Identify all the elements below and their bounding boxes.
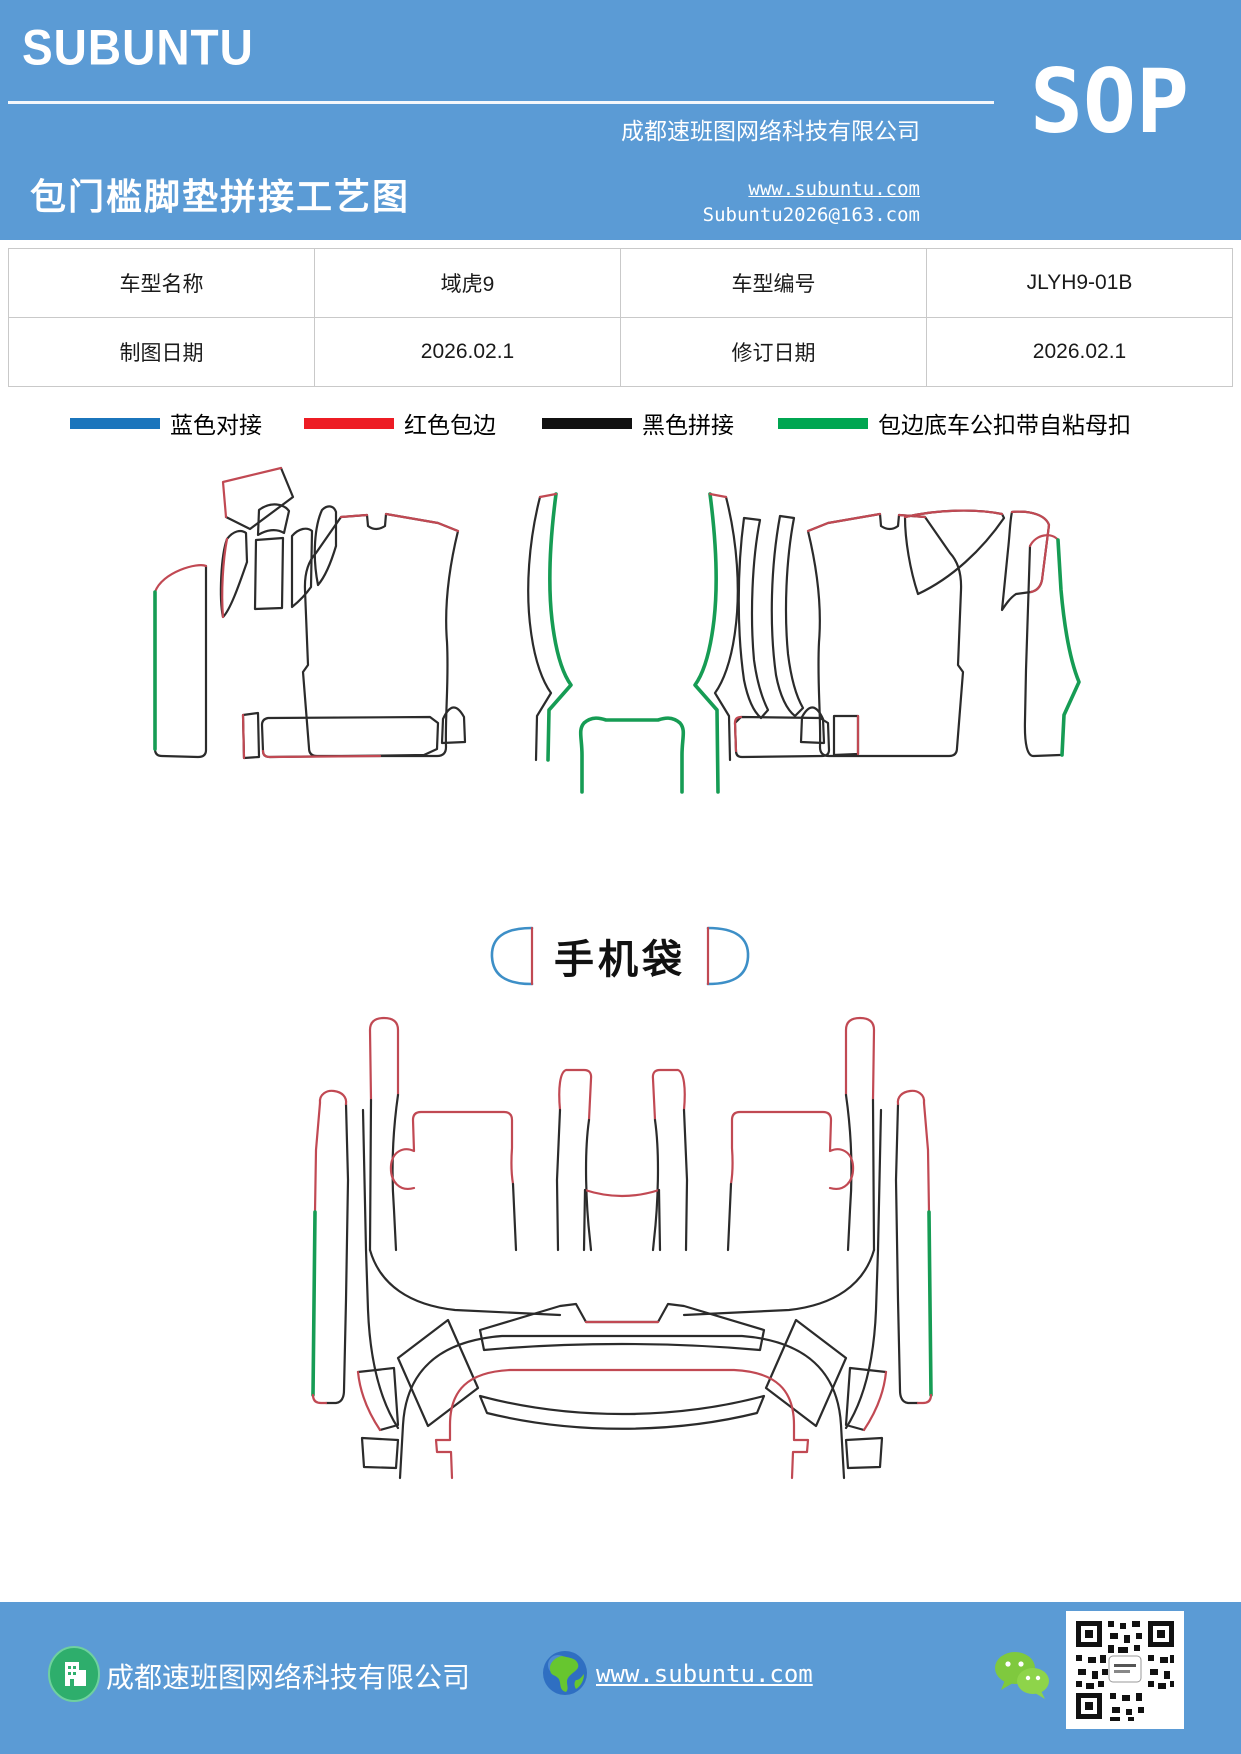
legend-item-green: 包边底车公扣带自粘母扣: [778, 406, 1131, 440]
wechat-icon: [995, 1652, 1049, 1699]
cell-revise-date-label: 修订日期: [620, 317, 927, 387]
phone-bag-right-piece-icon: [706, 926, 750, 986]
cell-draw-date-label: 制图日期: [8, 317, 315, 387]
phone-bag-left-piece-icon: [490, 926, 534, 986]
cell-model-name-value: 域虎9: [314, 248, 621, 318]
header-divider: [8, 101, 994, 104]
legend-label: 红色包边: [404, 412, 496, 438]
legend-item-red: 红色包边: [304, 406, 496, 440]
cell-draw-date-value: 2026.02.1: [314, 317, 621, 387]
cell-model-code-label: 车型编号: [620, 248, 927, 318]
rear-mat-pattern-drawing: [311, 1016, 933, 1480]
brand-logo: SUBUNTU: [22, 19, 254, 76]
page-title: 包门槛脚垫拼接工艺图: [30, 176, 411, 217]
cell-revise-date-value: 2026.02.1: [926, 317, 1233, 387]
red-swatch-icon: [304, 417, 394, 429]
sop-badge: SOP: [1030, 50, 1189, 153]
front-mat-pattern-drawing: [153, 466, 1081, 794]
legend-label: 包边底车公扣带自粘母扣: [878, 412, 1131, 438]
table-row: 制图日期 2026.02.1 修订日期 2026.02.1: [8, 317, 1233, 387]
header-email: Subuntu2026@163.com: [702, 204, 920, 226]
company-building-icon: [48, 1646, 100, 1702]
black-swatch-icon: [542, 417, 632, 429]
blue-swatch-icon: [70, 417, 160, 429]
legend: 蓝色对接 红色包边 黑色拼接 包边底车公扣带自粘母扣: [70, 408, 1131, 438]
legend-label: 蓝色对接: [170, 412, 262, 438]
qr-code: [1066, 1611, 1184, 1729]
legend-label: 黑色拼接: [642, 412, 734, 438]
legend-item-blue: 蓝色对接: [70, 406, 262, 440]
vehicle-info-table: 车型名称 域虎9 车型编号 JLYH9-01B 制图日期 2026.02.1 修…: [8, 248, 1233, 387]
table-row: 车型名称 域虎9 车型编号 JLYH9-01B: [8, 248, 1233, 318]
globe-icon: [543, 1651, 587, 1695]
header-company-name: 成都速班图网络科技有限公司: [621, 119, 920, 144]
phone-bag-label: 手机袋: [554, 938, 686, 982]
cell-model-code-value: JLYH9-01B: [926, 248, 1233, 318]
cell-model-name-label: 车型名称: [8, 248, 315, 318]
legend-item-black: 黑色拼接: [542, 406, 734, 440]
footer-company-name: 成都速班图网络科技有限公司: [106, 1663, 471, 1694]
green-swatch-icon: [778, 417, 868, 429]
footer-website-link[interactable]: www.subuntu.com: [596, 1660, 813, 1688]
header-website-link[interactable]: www.subuntu.com: [748, 178, 920, 200]
phone-bag-row: 手机袋: [470, 918, 770, 994]
header: SUBUNTU SOP 成都速班图网络科技有限公司 包门槛脚垫拼接工艺图 www…: [0, 0, 1241, 240]
